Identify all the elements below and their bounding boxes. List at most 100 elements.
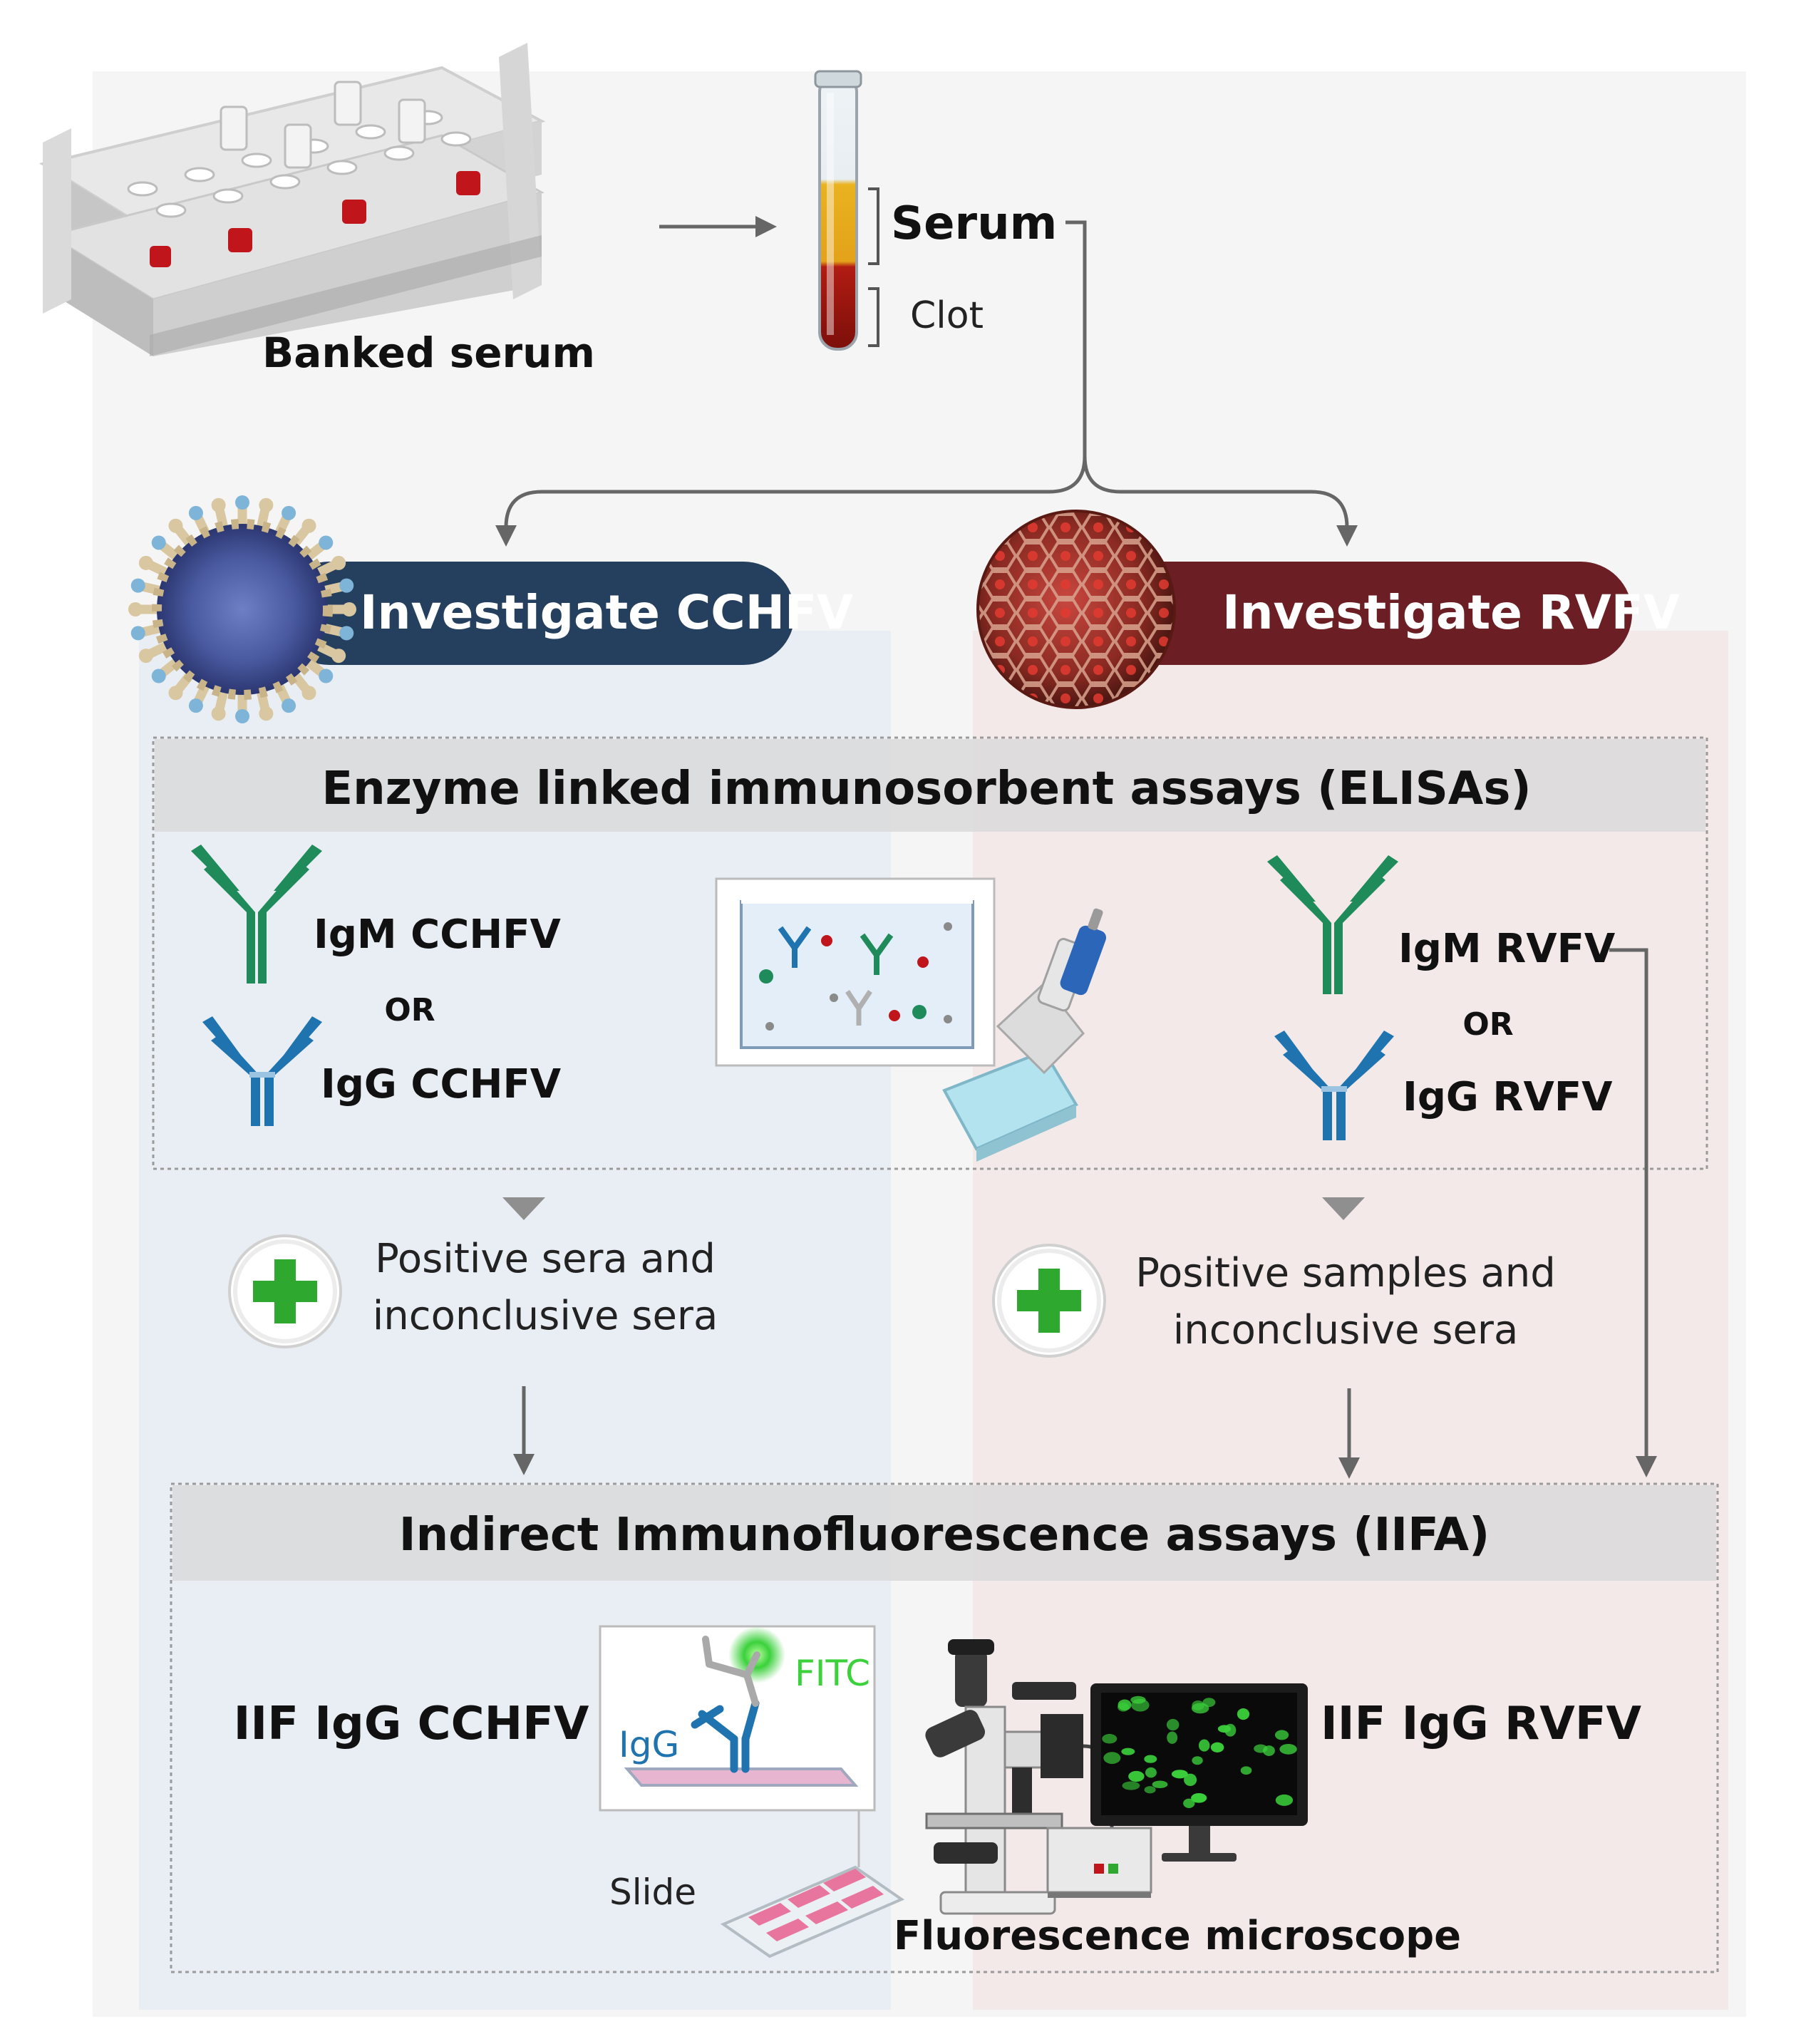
fluorescent-cell [1121, 1748, 1135, 1755]
virus-spike-tip [188, 505, 203, 520]
fluorescent-cell [1240, 1766, 1252, 1775]
fluorescent-cell [1237, 1708, 1250, 1720]
fluorescent-cell [1183, 1798, 1195, 1808]
fitc-label: FITC [795, 1653, 870, 1694]
virus-spike-tip [259, 497, 274, 512]
igg-inset-label: IgG [619, 1724, 679, 1765]
fluorescence-microscope-illustration [925, 1639, 1152, 1915]
virus-spike-tip [211, 497, 226, 512]
serum-label: Serum [891, 197, 1057, 250]
fluorescent-cell [1152, 1780, 1168, 1789]
rvfv-banner-title: Investigate RVFV [1222, 585, 1680, 640]
clot-label: Clot [910, 294, 984, 337]
elisa-well-illustration [715, 877, 996, 1067]
igg-antibody-icon-rvfv [1274, 1031, 1394, 1140]
serum-branch-connector [495, 220, 1087, 547]
elisa-title: Enzyme linked immunosorbent assays (ELIS… [321, 763, 1531, 815]
fluorescent-cell [1254, 1744, 1268, 1753]
rvfv-igm-to-iifa-connector [1609, 948, 1657, 1477]
virus-spike-tip [151, 669, 166, 683]
virus-spike-tip [282, 698, 296, 713]
fluorescent-cell [1279, 1744, 1297, 1755]
virus-spike-tip [319, 669, 334, 683]
fluorescent-cell [1118, 1703, 1130, 1712]
virus-spike-tip [128, 602, 143, 616]
elisa-box [152, 736, 1708, 1170]
rvfv-result-line-1: Positive samples and [1135, 1250, 1556, 1296]
igg-antibody-icon-cchfv [202, 1016, 322, 1126]
elisa-header-bar [155, 739, 1705, 832]
cchfv-result-line-2: inconclusive sera [373, 1293, 718, 1339]
virus-spike-tip [235, 495, 249, 510]
rvfv-igm-label: IgM RVFV [1398, 926, 1616, 972]
fluorescent-cell [1192, 1756, 1203, 1765]
rvfv-igg-label: IgG RVFV [1403, 1074, 1613, 1120]
cchfv-or-label: OR [384, 992, 435, 1028]
cchfv-banner [278, 562, 795, 665]
fluorescent-cell [1145, 1767, 1157, 1778]
rvfv-down-triangle [1322, 1197, 1365, 1220]
virus-spike-tip [319, 535, 334, 550]
cchfv-plus-icon [228, 1234, 342, 1348]
serum-branch-connector-right [1083, 455, 1358, 547]
clot-bracket [868, 287, 879, 347]
cchfv-igm-label: IgM CCHFV [314, 912, 561, 958]
virus-spike-tip [339, 626, 354, 641]
cchfv-result-line-1: Positive sera and [375, 1236, 716, 1282]
virus-spike-tip [151, 535, 166, 550]
virus-spike-tip [168, 518, 183, 533]
fluorescent-cell [1167, 1731, 1178, 1744]
iifa-box [170, 1482, 1719, 1973]
banked-serum-label: Banked serum [262, 329, 595, 377]
serum-bracket [868, 187, 879, 265]
igm-antibody-icon-cchfv [191, 845, 322, 984]
fluorescent-cell [1144, 1755, 1157, 1763]
virus-spike-tip [188, 698, 203, 713]
glass-slide-illustration [720, 1865, 905, 1958]
fluorescent-cell [1128, 1770, 1145, 1782]
fluorescent-cell [1210, 1742, 1224, 1753]
fluorescent-cell [1192, 1700, 1204, 1710]
fluorescent-cell [1275, 1794, 1294, 1806]
virus-spike-tip [331, 555, 346, 570]
fluorescent-cell [1202, 1698, 1216, 1708]
virus-spike-tip [138, 555, 153, 570]
rvfv-banner [1090, 562, 1632, 665]
cchfv-virus-icon [128, 495, 356, 723]
fluorescent-cell [1198, 1739, 1210, 1752]
rvfv-plus-icon [992, 1244, 1106, 1358]
microscope-label: Fluorescence microscope [894, 1913, 1461, 1959]
fluorescent-cell [1103, 1752, 1121, 1765]
virus-spike-tip [130, 626, 145, 641]
fluorescent-cell [1130, 1695, 1146, 1704]
virus-spike-tip [211, 706, 226, 721]
fluorescent-cell [1122, 1781, 1140, 1790]
fluorescent-cell [1274, 1730, 1289, 1740]
rvfv-result-line-2: inconclusive sera [1173, 1307, 1519, 1353]
fluorescent-cell [1166, 1718, 1180, 1731]
iif-rvfv-label: IIF IgG RVFV [1321, 1698, 1642, 1750]
cchfv-banner-title: Investigate CCHFV [360, 585, 853, 640]
slide-label: Slide [609, 1872, 696, 1913]
iif-antibody-inset [599, 1625, 876, 1812]
virus-spike-tip [339, 578, 354, 593]
fluorescent-cell [1184, 1773, 1197, 1787]
virus-spike-tip [235, 709, 249, 723]
blood-tube-illustration [814, 70, 862, 351]
iifa-title: Indirect Immunofluorescence assays (IIFA… [399, 1509, 1490, 1562]
fluorescent-cell [1217, 1725, 1232, 1733]
pipette-and-plate-illustration [942, 908, 1107, 1162]
cchfv-igg-label: IgG CCHFV [321, 1061, 562, 1108]
igm-antibody-icon-rvfv [1267, 855, 1398, 994]
virus-spike-tip [342, 602, 356, 616]
virus-spike-tip [259, 706, 274, 721]
virus-spike-tip [138, 649, 153, 664]
iif-cchfv-label: IIF IgG CCHFV [234, 1698, 589, 1750]
monitor-fluorescent-cells-illustration [1090, 1683, 1308, 1862]
test-tube-rack-illustration [38, 43, 546, 356]
virus-spike-tip [130, 578, 145, 593]
virus-spike-tip [301, 686, 316, 701]
virus-spike-tip [168, 686, 183, 701]
fluorescent-cell [1171, 1770, 1188, 1779]
